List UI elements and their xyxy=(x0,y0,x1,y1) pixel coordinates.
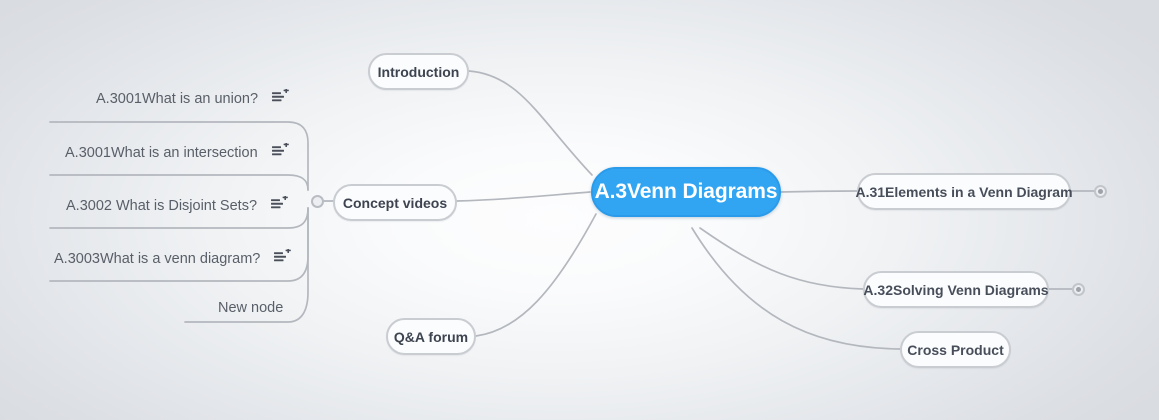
leaf-node-new-node[interactable]: New node xyxy=(218,300,283,316)
collapse-circle-icon[interactable] xyxy=(311,195,324,208)
node-introduction[interactable]: Introduction xyxy=(368,53,469,90)
leaf-node-intersection[interactable]: A.3001What is an intersection xyxy=(65,141,289,163)
node-qa-forum-label: Q&A forum xyxy=(393,328,469,345)
node-concept-videos-label: Concept videos xyxy=(342,194,448,211)
node-concept-videos[interactable]: Concept videos xyxy=(333,184,457,221)
leaf-node-new-node-label: New node xyxy=(218,300,284,316)
leaf-node-union[interactable]: A.3001What is an union? xyxy=(96,87,289,109)
root-node-label: A.3Venn Diagrams xyxy=(594,180,778,203)
leaf-node-union-label: A.3001What is an union? xyxy=(96,91,259,107)
add-note-icon[interactable] xyxy=(272,87,289,109)
node-solving-venn-diagrams-label: A.32Solving Venn Diagrams xyxy=(863,281,1049,298)
add-note-icon[interactable] xyxy=(274,247,292,269)
node-solving-venn-diagrams[interactable]: A.32Solving Venn Diagrams xyxy=(863,271,1049,308)
expand-circle-icon[interactable] xyxy=(1094,185,1107,198)
leaf-node-disjoint-sets[interactable]: A.3002 What is Disjoint Sets? xyxy=(66,194,288,216)
leaf-node-venn-diagram-label: A.3003What is a venn diagram? xyxy=(54,251,261,267)
node-qa-forum[interactable]: Q&A forum xyxy=(386,318,476,355)
root-node[interactable]: A.3Venn Diagrams xyxy=(591,167,781,217)
node-cross-product-label: Cross Product xyxy=(907,341,1004,358)
node-elements-in-a-venn-diagram-label: A.31Elements in a Venn Diagram xyxy=(855,183,1073,200)
leaf-node-disjoint-sets-label: A.3002 What is Disjoint Sets? xyxy=(66,198,258,214)
leaf-node-intersection-label: A.3001What is an intersection xyxy=(65,145,258,161)
expand-circle-icon[interactable] xyxy=(1072,283,1085,296)
leaf-node-venn-diagram[interactable]: A.3003What is a venn diagram? xyxy=(54,247,292,269)
node-cross-product[interactable]: Cross Product xyxy=(900,331,1011,368)
node-introduction-label: Introduction xyxy=(377,63,460,80)
add-note-icon[interactable] xyxy=(271,141,289,163)
add-note-icon[interactable] xyxy=(271,194,288,216)
node-elements-in-a-venn-diagram[interactable]: A.31Elements in a Venn Diagram xyxy=(855,173,1073,210)
